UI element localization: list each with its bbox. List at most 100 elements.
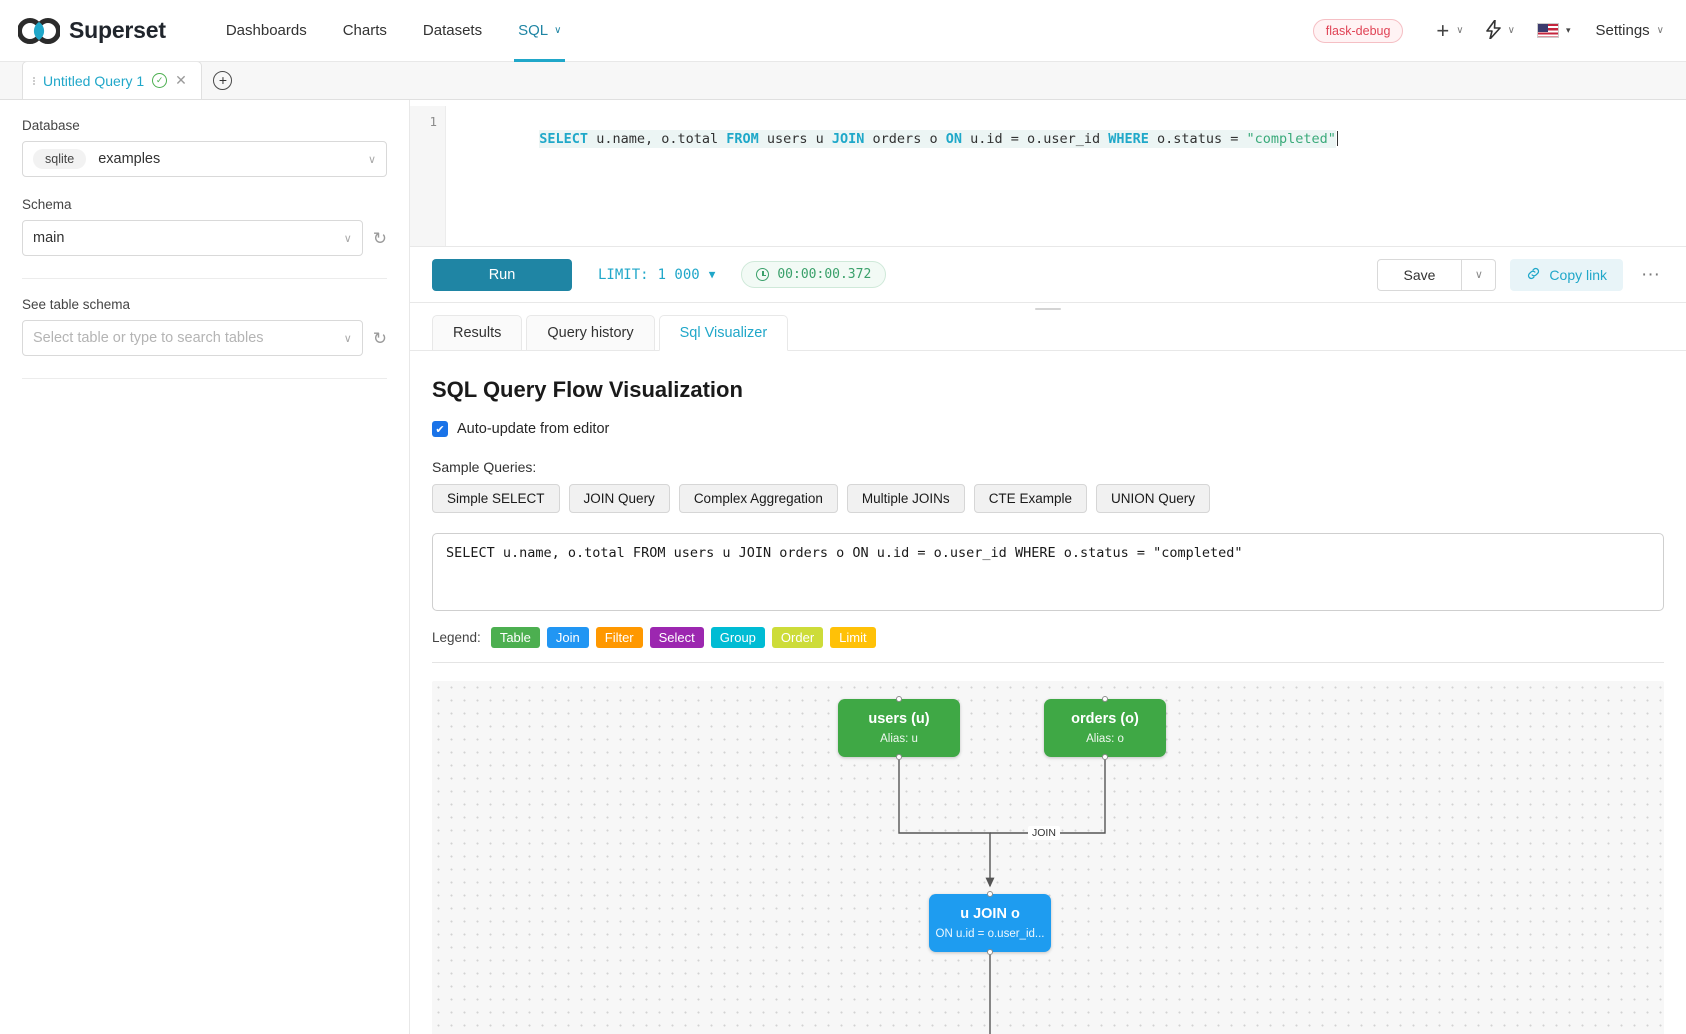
chevron-down-icon: ∨ xyxy=(1656,25,1664,36)
legend-chip-join: Join xyxy=(546,627,589,648)
flow-node-join-subtitle: ON u.id = o.user_id... xyxy=(935,928,1045,940)
schema-value: main xyxy=(33,230,65,246)
run-button[interactable]: Run xyxy=(432,258,572,291)
timer-value: 00:00:00.372 xyxy=(777,267,872,282)
tab-query-history[interactable]: Query history xyxy=(526,315,655,351)
query-tab-bar: Untitled Query 1 ✓ ✕ + xyxy=(0,61,1686,100)
tab-query-history-label: Query history xyxy=(547,325,634,341)
tab-sql-visualizer-label: Sql Visualizer xyxy=(679,325,768,341)
refresh-tables-icon[interactable]: ↻ xyxy=(372,328,387,348)
save-group: Save ∨ xyxy=(1376,258,1497,291)
chevron-down-icon: ∨ xyxy=(343,332,352,345)
flow-node-join[interactable]: u JOIN o ON u.id = o.user_id... xyxy=(929,891,1051,955)
settings-menu-button[interactable]: Settings ∨ xyxy=(1581,22,1664,39)
database-value: examples xyxy=(98,151,161,167)
language-menu-button[interactable]: ▾ xyxy=(1526,23,1582,38)
link-icon xyxy=(1526,266,1541,284)
close-icon[interactable]: ✕ xyxy=(175,72,187,88)
plus-icon: + xyxy=(1436,17,1450,43)
drag-handle-icon[interactable] xyxy=(33,76,35,85)
sql-editor-wrapper: 1 SELECT u.name, o.total FROM users u JO… xyxy=(410,100,1686,247)
copy-link-button[interactable]: Copy link xyxy=(1510,258,1624,291)
new-menu-button[interactable]: + ∨ xyxy=(1425,17,1474,43)
tab-results[interactable]: Results xyxy=(432,315,523,351)
sql-input-textarea[interactable]: SELECT u.name, o.total FROM users u JOIN… xyxy=(432,533,1664,611)
auto-update-label[interactable]: Auto-update from editor xyxy=(457,421,610,437)
node-port-top xyxy=(896,696,902,702)
sample-complex-aggregation-button[interactable]: Complex Aggregation xyxy=(678,484,838,513)
nav-charts[interactable]: Charts xyxy=(325,0,405,62)
nav-dashboards[interactable]: Dashboards xyxy=(208,0,325,62)
schema-select[interactable]: main ∨ xyxy=(22,220,363,256)
sample-simple-select-button[interactable]: Simple SELECT xyxy=(432,484,560,513)
legend-chip-select: Select xyxy=(649,627,704,648)
legend-chip-limit: Limit xyxy=(830,627,876,648)
query-tab-untitled-query-1[interactable]: Untitled Query 1 ✓ ✕ xyxy=(22,61,202,99)
sample-queries-row: Simple SELECT JOIN Query Complex Aggrega… xyxy=(432,484,1664,513)
chevron-down-icon: ∨ xyxy=(554,25,562,36)
node-port-top xyxy=(987,891,993,897)
caret-down-icon: ▾ xyxy=(1565,25,1571,35)
flow-node-users[interactable]: users (u) Alias: u xyxy=(838,696,960,760)
legend-chip-order: Order xyxy=(771,627,824,648)
flow-edge-label-join: JOIN xyxy=(1028,826,1060,840)
workspace: Database sqlite examples ∨ Schema main ∨… xyxy=(0,100,1686,1034)
node-port-bottom xyxy=(987,949,993,955)
bolt-menu-button[interactable]: ∨ xyxy=(1475,18,1526,42)
limit-value: 1 000 xyxy=(657,266,700,283)
legend-chip-table: Table xyxy=(490,627,540,648)
database-select[interactable]: sqlite examples ∨ xyxy=(22,141,387,177)
nav-datasets[interactable]: Datasets xyxy=(405,0,500,62)
database-engine-chip: sqlite xyxy=(33,149,87,169)
legend: Legend: Table Join Filter Select Group O… xyxy=(432,627,1664,663)
node-port-bottom xyxy=(1102,754,1108,760)
sample-join-query-button[interactable]: JOIN Query xyxy=(568,484,670,513)
legend-chip-group: Group xyxy=(710,627,765,648)
brand-name: Superset xyxy=(69,17,166,43)
flow-node-users-subtitle: Alias: u xyxy=(880,733,918,745)
caret-down-icon: ▼ xyxy=(708,268,716,281)
editor-code[interactable]: SELECT u.name, o.total FROM users u JOIN… xyxy=(446,106,1686,246)
us-flag-icon xyxy=(1536,23,1559,38)
query-tab-label: Untitled Query 1 xyxy=(43,72,145,89)
save-button[interactable]: Save xyxy=(1376,258,1463,291)
text-cursor xyxy=(1336,131,1338,146)
nav-right: flask-debug + ∨ ∨ ▾ Settings ∨ xyxy=(1312,17,1664,43)
nav-sql[interactable]: SQL ∨ xyxy=(500,0,579,62)
flow-node-join-title: u JOIN o xyxy=(960,906,1020,922)
chevron-down-icon: ∨ xyxy=(343,232,352,245)
auto-update-checkbox[interactable]: ✔ xyxy=(432,421,448,437)
limit-dropdown[interactable]: LIMIT: 1 000 ▼ xyxy=(598,267,715,283)
save-dropdown-button[interactable]: ∨ xyxy=(1462,258,1497,291)
sample-union-query-button[interactable]: UNION Query xyxy=(1095,484,1210,513)
table-schema-label: See table schema xyxy=(22,297,131,312)
sample-multiple-joins-button[interactable]: Multiple JOINs xyxy=(846,484,965,513)
auto-update-row: ✔ Auto-update from editor xyxy=(432,421,1664,437)
table-select[interactable]: Select table or type to search tables ∨ xyxy=(22,320,363,356)
flow-node-orders[interactable]: orders (o) Alias: o xyxy=(1044,696,1166,760)
sidebar-divider xyxy=(22,278,387,279)
more-options-icon[interactable]: ··· xyxy=(1641,264,1660,285)
tab-results-label: Results xyxy=(453,325,502,341)
legend-label: Legend: xyxy=(432,630,481,645)
flow-node-orders-title: orders (o) xyxy=(1071,711,1139,727)
chevron-down-icon: ∨ xyxy=(367,153,376,166)
node-port-top xyxy=(1102,696,1108,702)
copy-link-label: Copy link xyxy=(1549,266,1608,283)
add-query-tab-button[interactable]: + xyxy=(201,61,244,99)
status-success-icon: ✓ xyxy=(152,73,168,88)
table-select-placeholder: Select table or type to search tables xyxy=(33,330,264,346)
sample-cte-example-button[interactable]: CTE Example xyxy=(973,484,1087,513)
sql-right-pane: 1 SELECT u.name, o.total FROM users u JO… xyxy=(410,100,1686,1034)
plus-circle-icon: + xyxy=(213,70,233,90)
sql-editor[interactable]: 1 SELECT u.name, o.total FROM users u JO… xyxy=(410,106,1686,246)
pane-resize-handle[interactable] xyxy=(410,303,1686,315)
result-tab-bar: Results Query history Sql Visualizer xyxy=(410,315,1686,351)
tab-sql-visualizer[interactable]: Sql Visualizer xyxy=(658,315,789,351)
legend-chip-filter: Filter xyxy=(595,627,643,648)
brand[interactable]: Superset xyxy=(17,17,166,44)
query-flow-canvas[interactable]: users (u) Alias: u orders (o) Alias: o u… xyxy=(432,681,1664,1034)
top-navbar: Superset Dashboards Charts Datasets SQL … xyxy=(0,0,1686,62)
refresh-schemas-icon[interactable]: ↻ xyxy=(372,228,387,248)
sql-sidebar: Database sqlite examples ∨ Schema main ∨… xyxy=(0,100,410,1034)
